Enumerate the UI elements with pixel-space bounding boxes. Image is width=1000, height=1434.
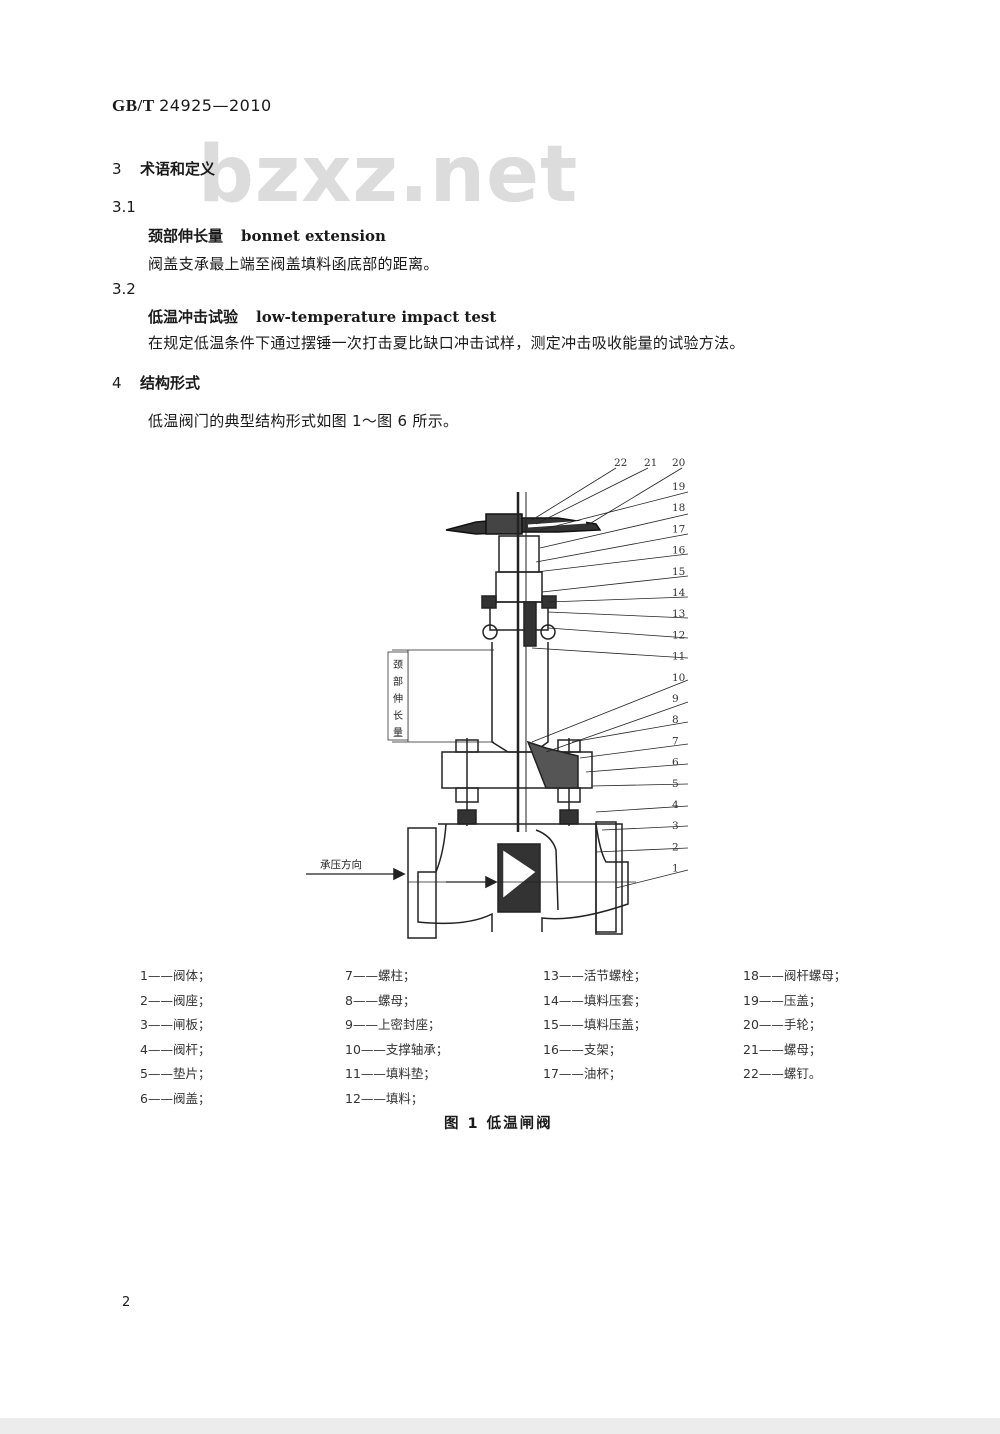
callout-5: 5 bbox=[672, 778, 679, 790]
callout-21: 21 bbox=[644, 457, 657, 469]
callout-10: 10 bbox=[672, 672, 685, 684]
callout-1: 1 bbox=[672, 863, 679, 875]
legend-item: 5——垫片； bbox=[140, 1066, 211, 1081]
legend-item: 14——填料压套； bbox=[543, 992, 647, 1008]
callout-13: 13 bbox=[672, 608, 685, 620]
dimension-label-char: 颈 bbox=[393, 659, 403, 671]
dimension-label-char: 长 bbox=[393, 710, 403, 722]
legend-item: 1——阀体； bbox=[140, 968, 211, 983]
clause-3-1-number: 3.1 bbox=[112, 198, 136, 216]
definition-3-1: 阀盖支承最上端至阀盖填料函底部的距离。 bbox=[148, 255, 439, 273]
footer-strip bbox=[0, 1418, 1000, 1434]
standard-prefix: GB/T bbox=[112, 96, 155, 115]
legend-item: 16——支架； bbox=[543, 1041, 622, 1057]
legend-item: 10——支撑轴承； bbox=[345, 1041, 449, 1057]
clause-3-2-number: 3.2 bbox=[112, 280, 136, 298]
section-4-heading: 4 结构形式 bbox=[112, 372, 200, 393]
callout-6: 6 bbox=[672, 757, 679, 769]
definition-3-2: 在规定低温条件下通过摆锤一次打击夏比缺口冲击试样，测定冲击吸收能量的试验方法。 bbox=[148, 334, 745, 352]
section-title: 术语和定义 bbox=[140, 160, 216, 178]
page-number: 2 bbox=[122, 1295, 131, 1310]
callout-11: 11 bbox=[672, 651, 685, 663]
legend-item: 19——压盖； bbox=[743, 992, 822, 1008]
standard-header: GB/T 24925—2010 bbox=[112, 96, 272, 116]
callout-19: 19 bbox=[672, 481, 685, 493]
term-impact-test: 低温冲击试验 low-temperature impact test bbox=[148, 306, 496, 327]
callout-12: 12 bbox=[672, 629, 685, 641]
section-number: 3 bbox=[112, 160, 122, 178]
term-zh: 低温冲击试验 bbox=[148, 308, 239, 326]
legend-item: 18——阀杆螺母； bbox=[743, 968, 847, 983]
term-en: bonnet extension bbox=[241, 227, 386, 245]
watermark: bzxz.net bbox=[198, 130, 579, 220]
callout-17: 17 bbox=[672, 523, 685, 535]
callout-4: 4 bbox=[672, 799, 679, 811]
section-title: 结构形式 bbox=[140, 374, 201, 392]
legend-item: 11——填料垫； bbox=[345, 1066, 436, 1081]
legend-item: 2——阀座； bbox=[140, 992, 211, 1008]
callout-9: 9 bbox=[672, 693, 679, 705]
standard-number: 24925—2010 bbox=[159, 96, 272, 115]
legend-item: 4——阀杆； bbox=[140, 1041, 211, 1057]
dimension-label-char: 量 bbox=[393, 727, 403, 739]
legend-item: 15——填料压盖； bbox=[543, 1017, 647, 1032]
term-zh: 颈部伸长量 bbox=[148, 227, 224, 245]
callout-14: 14 bbox=[672, 587, 686, 599]
legend-item: 7——螺柱； bbox=[345, 968, 416, 983]
legend-item: 3——闸板； bbox=[140, 1017, 211, 1032]
legend-item: 13——活节螺栓； bbox=[543, 968, 647, 983]
legend-item: 6——阀盖； bbox=[140, 1090, 211, 1106]
term-en: low-temperature impact test bbox=[256, 308, 497, 326]
legend-item: 8——螺母； bbox=[345, 992, 416, 1008]
legend-item: 20——手轮； bbox=[743, 1017, 822, 1032]
callout-7: 7 bbox=[672, 735, 679, 747]
legend-item: 12——填料； bbox=[345, 1090, 424, 1106]
callout-18: 18 bbox=[672, 502, 685, 514]
term-bonnet-extension: 颈部伸长量 bonnet extension bbox=[148, 225, 386, 246]
callout-20: 20 bbox=[672, 457, 685, 469]
section-4-text: 低温阀门的典型结构形式如图 1～图 6 所示。 bbox=[148, 412, 459, 430]
dimension-label-char: 部 bbox=[393, 675, 403, 688]
callout-15: 15 bbox=[672, 566, 685, 578]
legend-item: 21——螺母； bbox=[743, 1041, 822, 1057]
section-number: 4 bbox=[112, 374, 122, 392]
legend-item: 22——螺钉。 bbox=[743, 1066, 822, 1081]
figure-caption: 图 1 低温闸阀 bbox=[444, 1116, 553, 1132]
callout-2: 2 bbox=[672, 841, 679, 853]
section-3-heading: 3 术语和定义 bbox=[112, 158, 215, 179]
flow-direction-label: 承压方向 bbox=[320, 858, 362, 871]
callout-16: 16 bbox=[672, 545, 686, 557]
legend-item: 9——上密封座； bbox=[345, 1017, 441, 1032]
legend-item: 17——油杯； bbox=[543, 1066, 622, 1081]
callout-8: 8 bbox=[672, 714, 679, 726]
callout-3: 3 bbox=[672, 820, 679, 832]
dimension-label-char: 伸 bbox=[393, 693, 403, 705]
callout-22: 22 bbox=[614, 457, 627, 469]
